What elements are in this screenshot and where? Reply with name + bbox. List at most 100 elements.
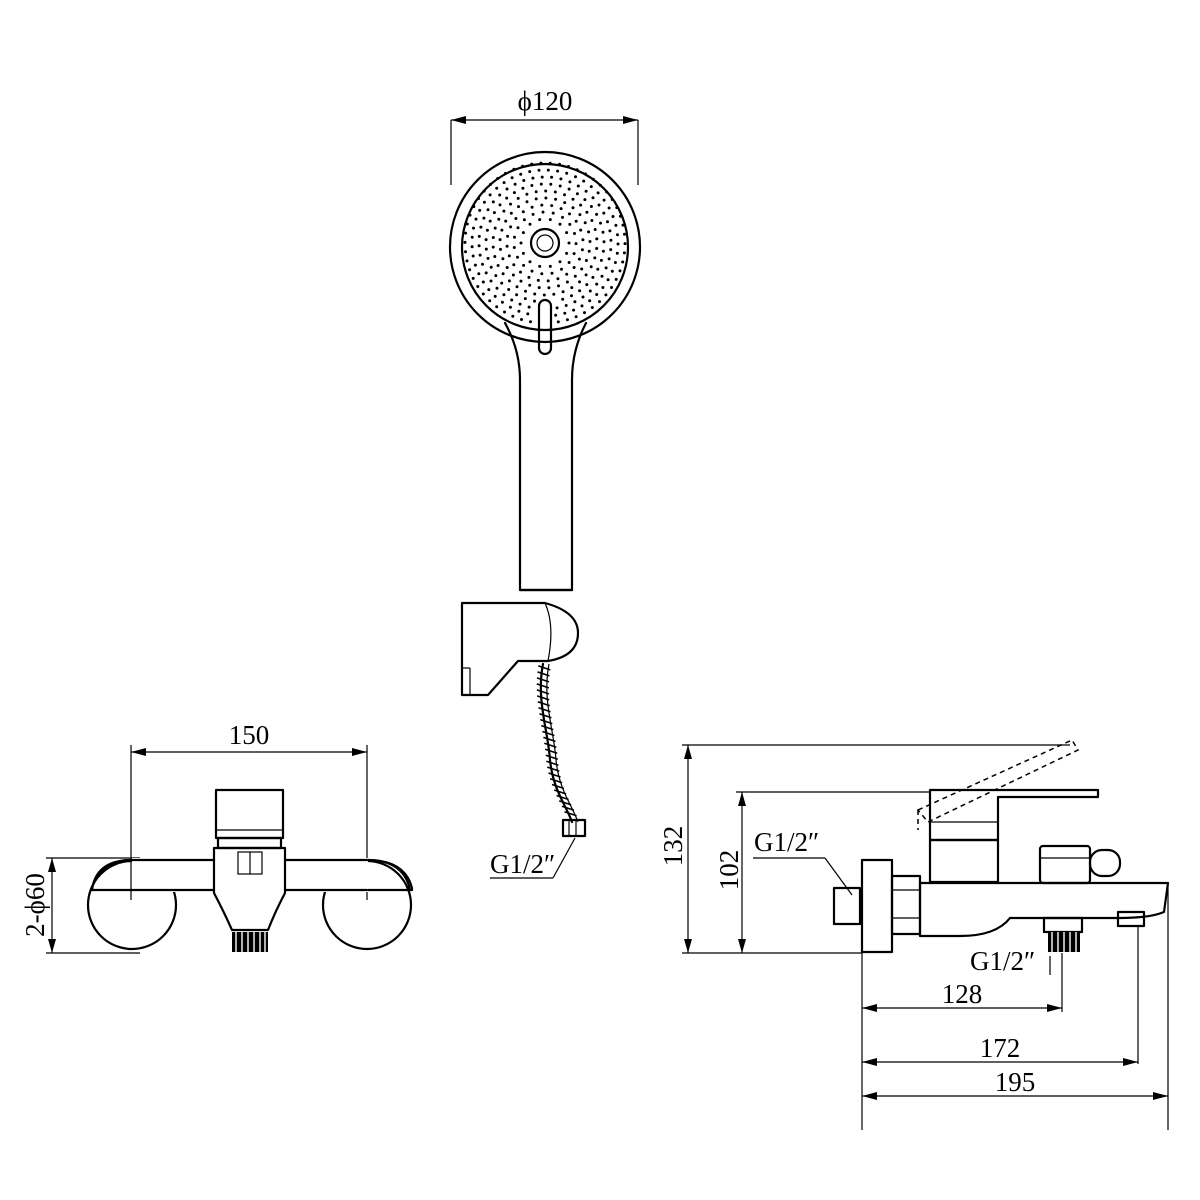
nozzle-dot [580,267,584,271]
nozzle-dot [561,297,565,301]
nozzle-dot [503,310,506,314]
hose-coil [541,724,554,731]
nozzle-dot [493,294,497,298]
nozzle-dot [513,235,516,239]
shower-outlet-nut [1042,916,1084,934]
nozzle-pattern [463,161,627,324]
nozzle-dot [544,189,548,193]
nozzle-dot [538,218,542,222]
nozzle-dot [601,286,605,289]
nozzle-dot [491,200,495,204]
nozzle-dot [495,186,499,190]
nozzle-dot [527,305,531,309]
nozzle-dot [501,257,505,261]
nozzle-dot [484,238,488,242]
side-lever [928,788,1100,842]
nozzle-dot [618,269,622,273]
nozzle-dot [487,288,491,292]
hose-coil [536,695,550,701]
nozzle-dot [521,210,525,214]
nozzle-dot [486,208,490,212]
nozzle-dot [517,309,521,313]
nozzle-dot [563,201,567,205]
nozzle-dot [585,210,589,214]
nozzle-dot [518,302,522,306]
nozzle-dot [510,176,514,180]
nozzle-dot [573,300,577,304]
nozzle-dot [482,216,486,220]
nozzle-dot [550,271,554,275]
nozzle-dot [496,264,500,267]
nozzle-dot [563,311,567,315]
nozzle-dot [501,272,505,276]
nozzle-dot [515,285,519,289]
nozzle-dot [505,196,509,200]
hose-coil [542,730,555,737]
nozzle-dot [520,318,523,321]
nozzle-dot [539,182,543,186]
nozzle-dot [574,219,578,223]
nozzle-dot [587,249,591,253]
flange-label: 2-ϕ60 [20,873,50,937]
nozzle-dot [492,211,496,215]
hose-thread-label: G1/2″ [490,849,555,879]
dimension-128: 128 [862,979,1062,1012]
nozzle-dot [504,171,507,175]
nozzle-dot [468,268,472,272]
nozzle-dot [610,286,613,289]
nozzle-dot [607,257,611,261]
nozzle-dot [478,253,482,257]
nozzle-dot [572,252,576,256]
nozzle-dot [565,251,569,255]
nozzle-dot [548,264,552,268]
nozzle-dot [470,245,474,249]
nozzle-dot [558,260,562,264]
nozzle-dot [509,211,513,215]
hose-coil [539,712,552,719]
nozzle-dot [521,231,525,235]
nozzle-dot [497,217,501,221]
nozzle-dot [609,238,613,242]
nozzle-dot [539,161,543,165]
nozzle-dot [567,187,571,191]
nozzle-dot [600,274,604,278]
nozzle-dot [554,197,558,201]
nozzle-dot [567,241,571,245]
nozzle-dot [574,315,578,319]
nozzle-dot [623,232,626,236]
nozzle-dot [498,238,502,242]
nozzle-dot [536,278,540,282]
nozzle-dot [477,272,481,276]
nozzle-dot [554,313,558,317]
nozzle-dot [584,259,588,262]
nozzle-dot [546,168,550,172]
nozzle-dot [591,196,595,200]
nozzle-dot [572,308,576,312]
nozzle-dot [521,164,525,168]
nozzle-dot [570,294,573,298]
hose-coil [546,760,559,766]
nozzle-dot [533,299,536,303]
nozzle-dot [568,180,572,184]
nozzle-dot [498,193,502,197]
hose-coil [561,805,575,812]
nozzle-dot [610,198,614,201]
nozzle-dot [576,184,580,188]
nozzle-dot [551,211,555,215]
nozzle-dot [495,286,499,290]
hose-coil [543,736,556,743]
shower-head-outer [448,150,642,344]
nozzle-dot [500,281,504,285]
nozzle-dot [477,244,481,248]
nozzle-dot [615,206,619,210]
hose-coil [544,742,557,749]
nozzle-dot [588,299,592,303]
nozzle-dot [579,228,583,232]
nozzle-dot [574,242,578,246]
mixer-side-view: 132 102 G1/2″ [658,739,1170,1130]
nozzle-dot [486,256,490,260]
nozzle-dot [623,242,627,246]
nozzle-dot [491,245,495,249]
nozzle-dot [593,256,597,260]
